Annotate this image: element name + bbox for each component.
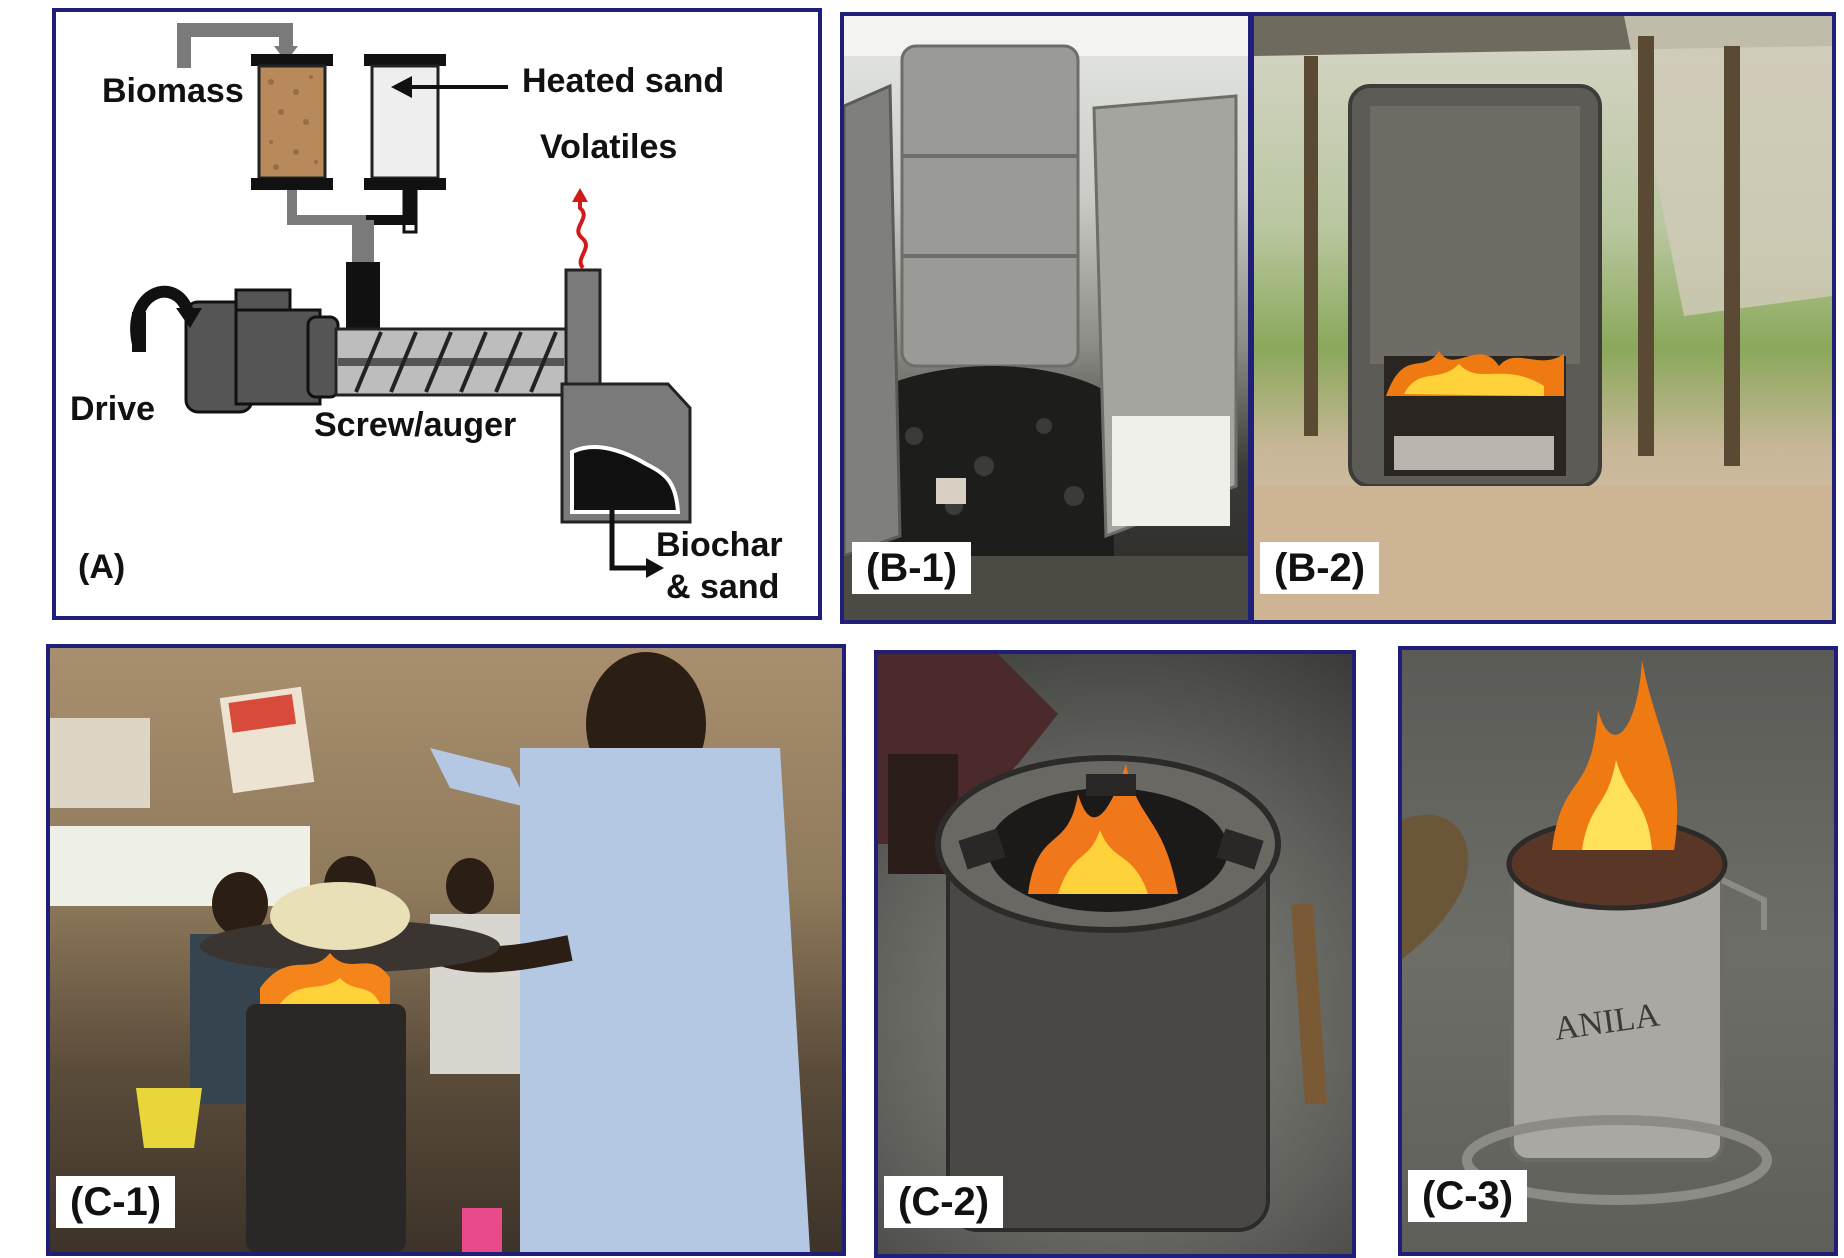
panel-a-label: (A) (78, 548, 125, 586)
volatiles-chimney (564, 268, 602, 394)
photo-c3-anila-stove: ANILA (1402, 650, 1834, 1252)
label-biochar: Biochar (656, 526, 783, 564)
heated-sand-hopper (370, 64, 440, 180)
feed-port (346, 262, 380, 328)
photo-divider (1248, 16, 1254, 620)
panel-b-frame: (B-1) (B-2) (840, 12, 1836, 624)
label-volatiles: Volatiles (540, 128, 677, 166)
label-c1: (C-1) (56, 1176, 176, 1228)
panel-c3-frame: ANILA (C-3) (1398, 646, 1838, 1256)
label-drive: Drive (70, 390, 155, 428)
label-heated-sand: Heated sand (522, 62, 724, 100)
feed-arrow (177, 23, 293, 68)
label-b1: (B-1) (852, 542, 972, 594)
photo-c2-gasifier-stove (878, 654, 1352, 1254)
volatiles-flow (576, 198, 588, 270)
photo-b2-burning-kiln (1254, 16, 1832, 620)
label-b2: (B-2) (1260, 542, 1380, 594)
photo-c1-cooking-stove (50, 648, 842, 1252)
panel-c2-frame: (C-2) (874, 650, 1356, 1258)
label-and-sand: & sand (666, 568, 779, 606)
label-biomass: Biomass (102, 72, 244, 110)
label-c3: (C-3) (1408, 1170, 1528, 1222)
label-screw-auger: Screw/auger (314, 406, 516, 444)
label-c2: (C-2) (884, 1176, 1004, 1228)
panel-a-schematic: Biomass Heated sand Volatiles Drive Scre… (52, 8, 822, 620)
photo-b1-drum-kiln (844, 16, 1248, 620)
panel-c1-frame: (C-1) (46, 644, 846, 1256)
screw-reactor-diagram: Biomass Heated sand Volatiles Drive Scre… (70, 23, 783, 606)
